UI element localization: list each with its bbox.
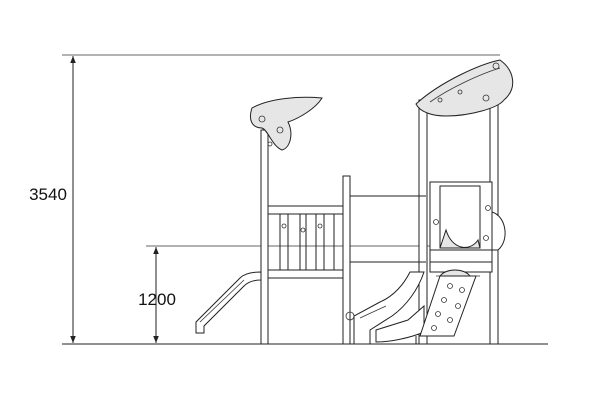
center-post	[342, 175, 351, 345]
climbing-wall	[419, 269, 480, 337]
platform-height-dimension: 1200	[138, 245, 432, 343]
post-bolt	[345, 311, 355, 321]
infill-panel	[267, 205, 344, 279]
right-roof	[415, 59, 514, 117]
left-handrail	[195, 271, 262, 334]
platform-height-label: 1200	[138, 290, 176, 309]
tower-frame	[429, 181, 506, 273]
left-roof-post	[249, 96, 323, 345]
total-height-dimension: 3540	[29, 54, 500, 343]
slide	[353, 271, 425, 345]
total-height-label: 3540	[29, 185, 67, 204]
